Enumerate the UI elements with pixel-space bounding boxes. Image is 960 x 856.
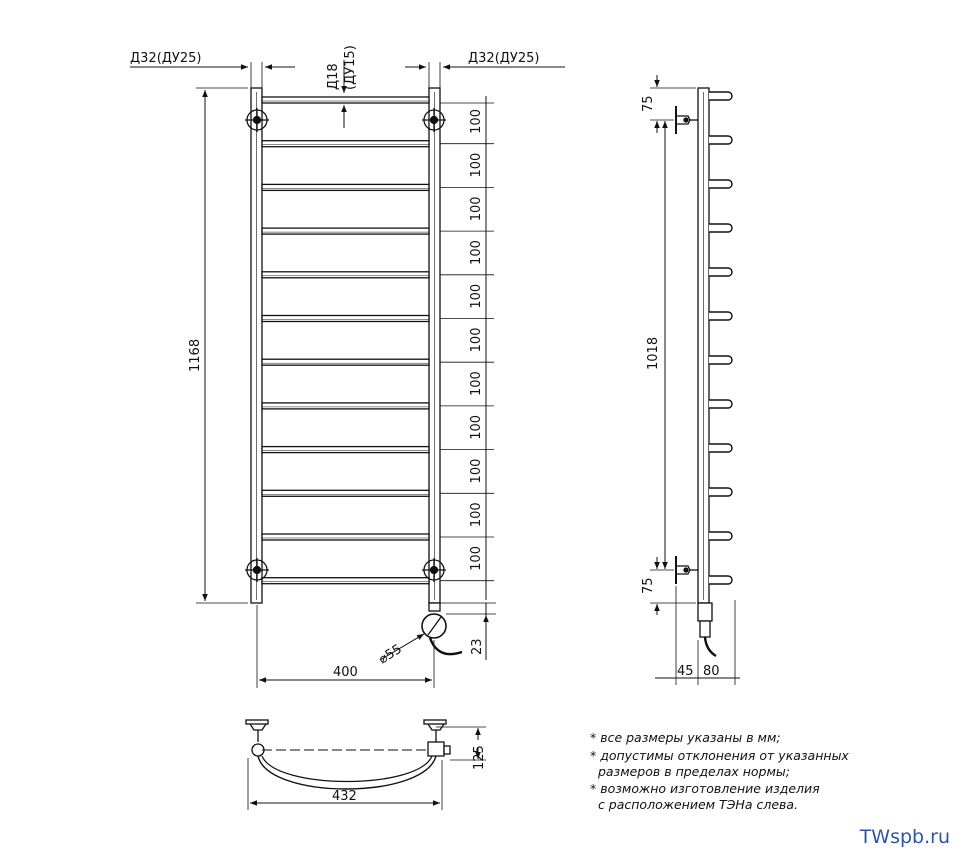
rung xyxy=(261,577,430,585)
dim-front-height: 1168 xyxy=(188,339,203,372)
brand-watermark: TWspb.ru xyxy=(859,826,950,848)
dim-side-depth-2: 80 xyxy=(703,664,720,679)
side-bracket-bottom xyxy=(675,556,698,584)
dim-side-bracket-bottom: 75 xyxy=(641,577,656,594)
rung xyxy=(261,445,430,454)
side-bracket-top xyxy=(675,106,698,134)
side-rung-end xyxy=(709,575,733,585)
note-line-1: * все размеры указаны в мм; xyxy=(590,730,781,745)
side-rung-end xyxy=(709,531,733,541)
dim-side-depth-1: 45 xyxy=(677,664,694,679)
side-rung-end xyxy=(709,399,733,409)
dim-heater-diameter: ⌀55 xyxy=(376,642,405,668)
side-heater xyxy=(697,602,717,658)
side-rung-end xyxy=(709,487,733,497)
rung-spacing-label: 100 xyxy=(469,240,484,265)
side-view xyxy=(650,75,740,685)
rung xyxy=(261,227,430,235)
heater-element xyxy=(421,602,463,656)
side-rung-end xyxy=(709,179,733,189)
mount-top-right xyxy=(422,108,446,132)
rung xyxy=(261,314,430,323)
side-rung-end xyxy=(709,355,733,365)
note-line-2: * допустимы отклонения от указанных xyxy=(590,748,849,763)
top-flange-right xyxy=(423,719,451,757)
rung-spacing-label: 100 xyxy=(469,196,484,221)
side-rung-end xyxy=(709,267,733,277)
dim-side-height: 1018 xyxy=(646,337,661,370)
rung-spacing-label: 100 xyxy=(469,459,484,484)
rung-spacing-label: 100 xyxy=(469,328,484,353)
rung-spacing-label: 100 xyxy=(469,502,484,527)
rung xyxy=(261,533,430,541)
rung xyxy=(261,96,430,104)
rung-spacing-label: 100 xyxy=(469,546,484,571)
note-line-3: размеров в пределах нормы; xyxy=(590,764,790,779)
mount-bottom-right xyxy=(422,558,446,582)
dim-top-width: 432 xyxy=(332,789,357,804)
rung xyxy=(261,183,430,192)
dim-front-width: 400 xyxy=(333,665,358,680)
side-rung-end xyxy=(709,91,733,101)
rung xyxy=(261,271,430,279)
rung-spacing-labels: 100 100 100 100 100 100 100 100 100 100 100 xyxy=(469,109,484,571)
top-flange-left xyxy=(245,719,269,757)
rung-spacing-label: 100 xyxy=(469,371,484,396)
dim-side-bracket-top: 75 xyxy=(641,95,656,112)
dim-conn-right: Д32(ДУ25) xyxy=(468,51,539,66)
mount-top-left xyxy=(245,108,269,132)
mount-bottom-left xyxy=(245,558,269,582)
rung-spacing-label: 100 xyxy=(469,109,484,134)
note-line-5: с расположением ТЭНа слева. xyxy=(590,797,798,812)
dim-top-depth: 125 xyxy=(472,745,487,770)
side-rung-end xyxy=(709,223,733,233)
dim-conn-left: Д32(ДУ25) xyxy=(130,51,201,66)
rung xyxy=(261,402,430,410)
rung-spacing-label: 100 xyxy=(469,153,484,178)
side-rung-end xyxy=(709,135,733,145)
rungs-group xyxy=(261,96,430,585)
side-rung-end xyxy=(709,443,733,453)
rung xyxy=(261,489,430,497)
rung-spacing-ticks xyxy=(440,102,494,582)
side-rung-end xyxy=(709,311,733,321)
dim-conn-top-2: (ДУ15) xyxy=(343,45,358,90)
rung xyxy=(261,358,430,366)
rung xyxy=(261,140,430,148)
front-view xyxy=(130,60,565,688)
dim-conn-top-1: Д18 xyxy=(326,63,341,90)
note-line-4: * возможно изготовление изделия xyxy=(590,781,820,796)
top-view xyxy=(245,719,486,810)
notes-block: * все размеры указаны в мм; * допустимы … xyxy=(590,730,849,812)
rung-spacing-label: 100 xyxy=(469,284,484,309)
side-rung-ends xyxy=(709,91,733,585)
dim-heater-offset: 23 xyxy=(470,638,485,655)
rung-spacing-label: 100 xyxy=(469,415,484,440)
